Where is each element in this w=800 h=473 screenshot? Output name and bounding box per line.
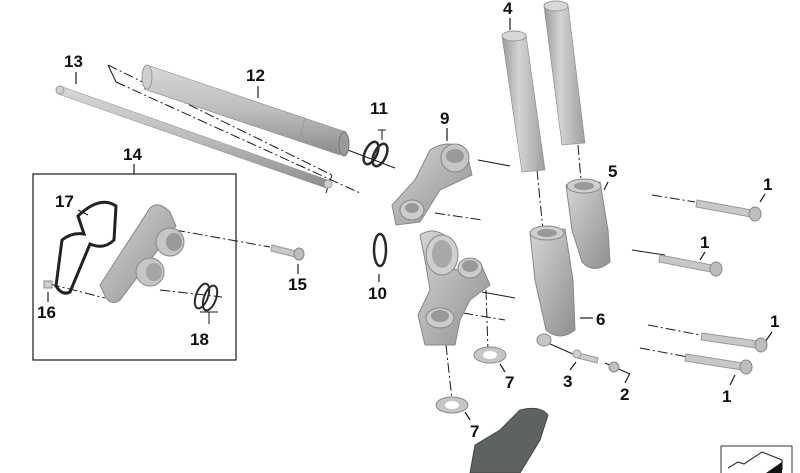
part-9-upper-clamp — [391, 143, 473, 226]
part-6-fork-leg — [529, 225, 576, 347]
callout-1: 1 — [763, 175, 773, 194]
part-15-bolt — [270, 244, 305, 261]
part-10-oring — [372, 232, 388, 268]
inset-box — [32, 173, 237, 361]
callout-2: 2 — [620, 385, 630, 404]
callout-17: 17 — [55, 192, 74, 211]
callout-14: 14 — [123, 145, 142, 164]
part-16-plug — [43, 280, 53, 289]
callout-1: 1 — [770, 312, 780, 331]
part-7-washers — [435, 346, 507, 414]
callout-18: 18 — [190, 330, 209, 349]
part-9-lower-clamp — [417, 230, 491, 346]
callout-5: 5 — [608, 162, 618, 181]
part-14-flange — [99, 204, 185, 304]
callout-4: 4 — [503, 0, 513, 18]
callout-3: 3 — [563, 372, 573, 391]
part-4-fork-tubes — [501, 0, 586, 173]
callout-1: 1 — [700, 233, 710, 252]
part-5-fork-leg — [565, 178, 611, 269]
callout-6: 6 — [596, 310, 606, 329]
callout-1: 1 — [722, 387, 732, 406]
part-3-pin — [572, 349, 599, 364]
callout-12: 12 — [246, 66, 265, 85]
part-18-orings — [193, 282, 219, 312]
callout-15: 15 — [288, 275, 307, 294]
part-11-orings — [362, 140, 389, 168]
callout-9: 9 — [440, 109, 450, 128]
part-1-bolts — [658, 199, 768, 375]
callout-11: 11 — [370, 99, 388, 118]
callout-7: 7 — [505, 373, 515, 392]
part-12-tube — [141, 64, 350, 157]
callout-16: 16 — [37, 303, 56, 322]
part-8-cover — [469, 407, 549, 473]
part-17-gasket — [54, 200, 118, 295]
flat-bar-icon — [720, 445, 793, 473]
part-13-rod — [55, 85, 333, 189]
callout-7: 7 — [470, 422, 480, 441]
center-lines — [49, 64, 701, 401]
part-2-nut — [608, 361, 620, 373]
callout-13: 13 — [64, 52, 83, 71]
callout-10: 10 — [368, 284, 387, 303]
